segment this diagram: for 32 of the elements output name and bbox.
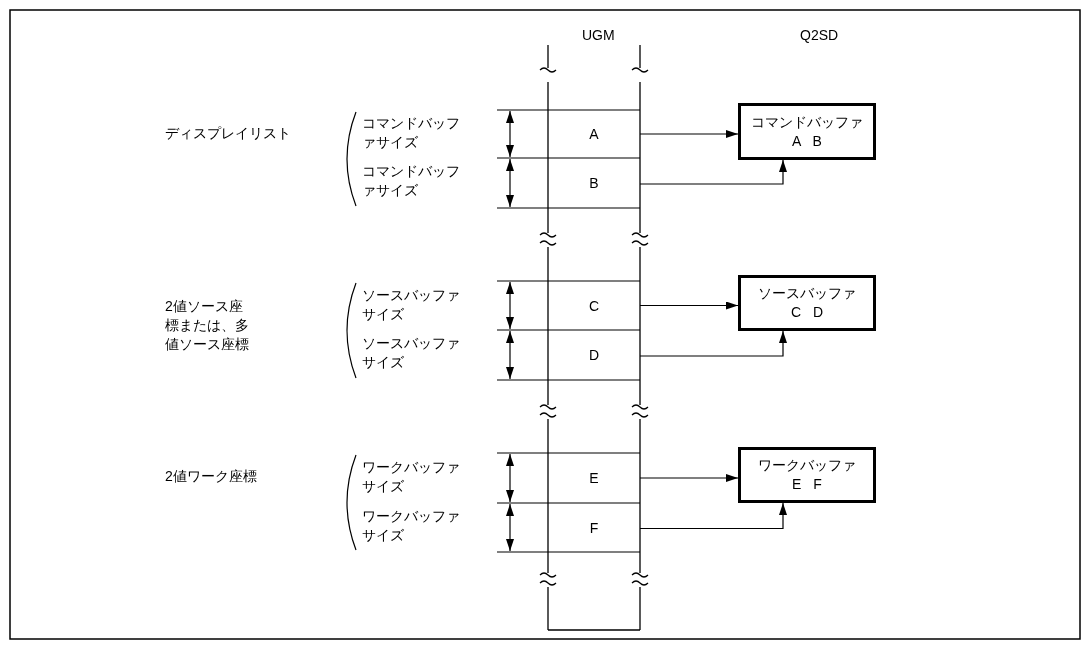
- arrow: [639, 502, 787, 530]
- arrow: [639, 159, 787, 185]
- buffer-contents: A B: [792, 131, 822, 151]
- size-label: ワークバッファサイズ: [362, 458, 461, 496]
- size-label: コマンドバッファサイズ: [362, 114, 461, 152]
- buffer-box: [738, 103, 876, 160]
- size-label: コマンドバッファサイズ: [362, 162, 461, 200]
- arrow: [639, 474, 739, 482]
- group-label: 2値ソース座標または、多値ソース座標: [165, 297, 250, 354]
- size-label: ソースバッファサイズ: [362, 334, 461, 372]
- block-label: E: [589, 470, 599, 486]
- buffer-box: [738, 275, 876, 331]
- block-label: B: [589, 175, 599, 191]
- group-label: 2値ワーク座標: [165, 467, 257, 486]
- block-label: D: [588, 347, 600, 363]
- size-label: ソースバッファサイズ: [362, 286, 461, 324]
- block-label: F: [589, 519, 599, 536]
- column-heading: UGM: [582, 26, 615, 45]
- buffer-contents: C D: [790, 303, 824, 322]
- column-heading: Q2SD: [800, 26, 839, 45]
- block-label: C: [588, 297, 600, 314]
- arrow: [639, 301, 739, 310]
- buffer-contents: E F: [792, 475, 822, 494]
- arrow: [639, 330, 787, 357]
- group-label: ディスプレイリスト: [165, 124, 291, 143]
- buffer-box: [738, 447, 876, 503]
- buffer-name: ワークバッファ: [758, 456, 856, 475]
- block-label: A: [589, 126, 599, 142]
- arrow: [639, 130, 739, 138]
- size-label: ワークバッファサイズ: [362, 507, 461, 545]
- buffer-name: コマンドバッファ: [751, 112, 863, 132]
- buffer-name: ソースバッファ: [758, 284, 856, 303]
